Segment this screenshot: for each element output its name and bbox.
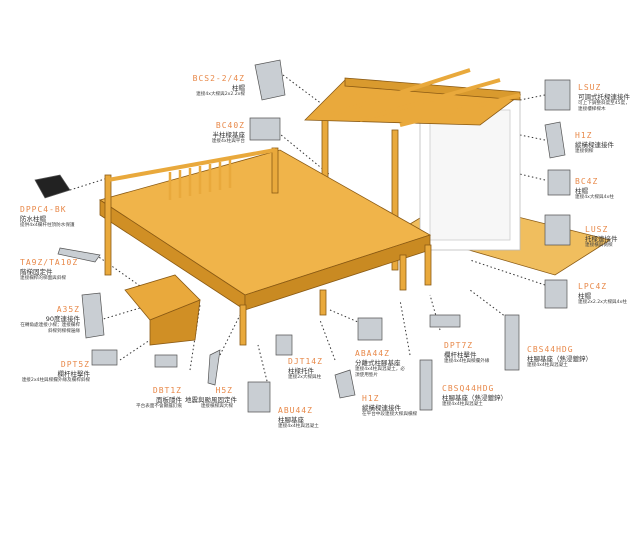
connector-name: 柱帽 xyxy=(578,292,591,300)
connector-code: DJT14Z xyxy=(288,357,323,366)
connector-code: CBS44HDG xyxy=(527,345,574,354)
connector-desc: 可上下調整斜度至45度， xyxy=(578,101,630,107)
connector-desc: 連接4x4柱與混凝土，必 xyxy=(355,367,405,373)
connector-name: 欄杆柱擊件 xyxy=(57,370,91,378)
connector-code: ABU44Z xyxy=(278,406,313,415)
connector-code: BC40Z xyxy=(215,121,245,130)
connector-code: LUSZ xyxy=(585,225,609,234)
connector-desc: 連接4x大樑與4x柱 xyxy=(575,195,614,201)
connector-name: 面板隱件 xyxy=(156,396,182,404)
connector-desc: 在轉角處連接小樑；連接欄桿 xyxy=(20,323,80,329)
connector-code: A35Z xyxy=(56,305,80,314)
connector-name: 柱樑托件 xyxy=(288,367,314,375)
connector-name: 階梯固定件 xyxy=(20,268,53,276)
connector-name: 半柱樑基座 xyxy=(212,131,246,139)
connector-desc: 連接側樑 xyxy=(575,149,594,155)
connector-name: 地震與颱風固定件 xyxy=(185,396,237,404)
connector-desc: 連接欄桿的梯面與斜樑 xyxy=(20,276,66,282)
connector-desc: 連接4x柱與平台 xyxy=(211,139,245,145)
connector-name: 柱帽 xyxy=(575,187,588,195)
connector-desc2: 連接樓梯樑木 xyxy=(578,106,606,112)
connector-code: BCS2-2/4Z xyxy=(192,74,245,83)
connector-name: 90度連接件 xyxy=(45,315,80,323)
connector-code: ABA44Z xyxy=(355,349,390,358)
connector-desc: 連接4x4柱與混凝土 xyxy=(278,424,319,430)
connector-name: 縱橫樑連接件 xyxy=(575,141,614,149)
connector-desc: 連接橫樑與大樑 xyxy=(200,404,233,410)
connector-code: DBT1Z xyxy=(152,386,182,395)
connector-name: 托樑連接件 xyxy=(585,235,618,243)
connector-code: CBSQ44HDG xyxy=(442,384,495,393)
connector-desc: 連接2x4柱與樑攔外緣及欄桿斜樑 xyxy=(21,378,90,384)
connector-code: DPT7Z xyxy=(444,341,474,350)
connector-name: 柱腳基座（熱浸鍍鋅） xyxy=(527,355,592,363)
connector-desc: 連接2x大樑與柱 xyxy=(288,375,322,381)
connector-name: 柱腳基座 xyxy=(278,416,304,424)
connector-code: H1Z xyxy=(575,131,593,140)
connector-name: 縱橫樑連接件 xyxy=(362,404,401,412)
connector-desc: 提供4x4欄杆柱頂防水保護 xyxy=(20,223,75,229)
connector-icons xyxy=(34,59,571,413)
connector-name: 欄杆柱擊件 xyxy=(444,351,477,359)
connector-desc: 平台表面不會顯露釘痕 xyxy=(136,404,182,410)
deck-structure xyxy=(99,68,612,346)
connector-desc: 連接4x4柱與樑攔外緣 xyxy=(444,359,490,365)
connector-desc: 連接4x4柱與混凝土 xyxy=(442,402,483,408)
connector-code: H1Z xyxy=(362,394,380,403)
connector-code: TA9Z/TA10Z xyxy=(20,258,79,267)
connector-name: 柱腳基座（熱浸鍍鋅） xyxy=(442,394,507,402)
connector-code: LSUZ xyxy=(578,83,602,92)
connector-code: BC4Z xyxy=(575,177,599,186)
connector-desc: 連接橫與側樑 xyxy=(585,243,613,249)
connector-desc: 連接4x4柱與混凝土 xyxy=(527,363,568,369)
connector-desc2: 斜樑到樑樑邊緣 xyxy=(47,328,80,334)
connector-name: 分離式柱腳基座 xyxy=(355,359,401,367)
connector-code: DPPC4-BK xyxy=(20,205,67,214)
connector-desc: 在平台中段連接大樑與橫樑 xyxy=(362,412,418,418)
connector-name: 柱帽 xyxy=(232,84,245,92)
connector-code: DPT5Z xyxy=(60,360,90,369)
connector-desc2: 須使用墊片 xyxy=(355,372,378,378)
connector-code: H5Z xyxy=(215,386,233,395)
connector-code: LPC4Z xyxy=(578,282,608,291)
connector-name: 防水柱帽 xyxy=(20,215,46,223)
connector-desc: 連接4x大樑與2x2.2x樑 xyxy=(196,92,245,98)
connector-name: 可調式托樑連接件 xyxy=(578,93,630,101)
connector-desc: 連接2x2.2x大樑與4x柱 xyxy=(578,300,627,306)
